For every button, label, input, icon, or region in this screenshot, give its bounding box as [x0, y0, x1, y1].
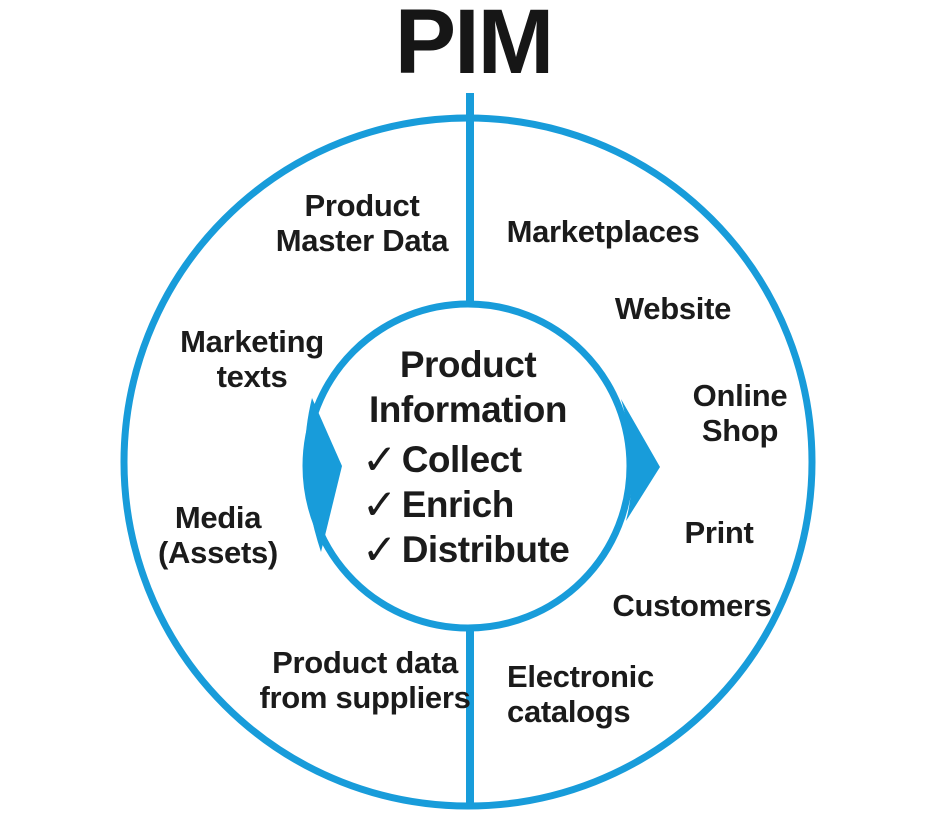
step-enrich: ✓ Enrich — [362, 482, 569, 527]
source-label-marketing-texts: Marketing texts — [180, 324, 324, 394]
inflow-arrow-icon — [304, 398, 342, 552]
channel-label-print: Print — [684, 515, 754, 550]
check-icon: ✓ — [362, 525, 397, 574]
outflow-arrow-icon — [621, 399, 660, 521]
channel-label-online-shop: Online Shop — [692, 378, 788, 448]
center-steps-list: ✓ Collect ✓ Enrich ✓ Distribute — [362, 437, 570, 574]
check-icon: ✓ — [362, 435, 397, 484]
center-heading: Product Information — [369, 344, 567, 430]
source-label-media-assets: Media (Assets) — [158, 500, 278, 570]
channel-label-website: Website — [614, 291, 732, 326]
channel-label-electronic-catalogs: Electronic catalogs — [507, 659, 654, 729]
step-label: Distribute — [401, 528, 570, 570]
step-collect: ✓ Collect — [362, 437, 569, 482]
channel-label-customers: Customers — [612, 588, 772, 623]
check-icon: ✓ — [362, 480, 397, 529]
step-label: Collect — [401, 438, 522, 480]
source-label-product-data-from-suppliers: Product data from suppliers — [259, 645, 471, 715]
diagram-title: PIM — [394, 0, 555, 93]
step-label: Enrich — [401, 483, 515, 525]
step-distribute: ✓ Distribute — [362, 525, 570, 574]
channel-label-marketplaces: Marketplaces — [506, 214, 700, 249]
source-label-product-master-data: Product Master Data — [275, 188, 449, 258]
